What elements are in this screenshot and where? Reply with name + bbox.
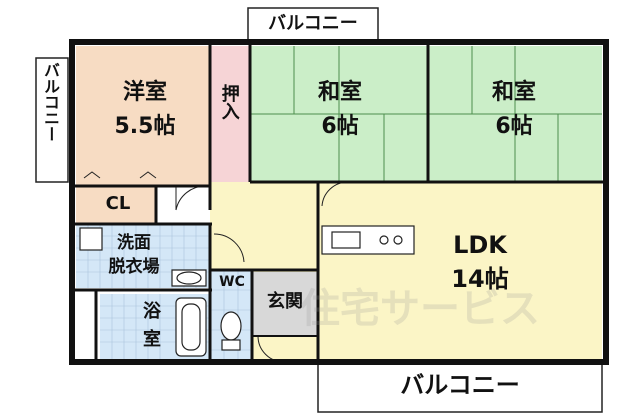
western-room-size: 5.5帖 bbox=[114, 114, 176, 139]
tatami-lines bbox=[250, 46, 602, 182]
balcony-bottom-label: バルコニー bbox=[400, 371, 520, 399]
washroom-label-2: 脱衣場 bbox=[108, 257, 160, 277]
bath-label-1: 浴 bbox=[143, 301, 161, 322]
toilet bbox=[220, 311, 242, 341]
balcony-left bbox=[35, 57, 69, 183]
japanese-room-2-size: 6帖 bbox=[495, 114, 533, 139]
fixtures bbox=[79, 225, 415, 357]
entrance-fill bbox=[252, 272, 318, 336]
balcony-top-label: バルコニー bbox=[268, 13, 358, 34]
closet-fill bbox=[76, 186, 156, 224]
entrance-label: 玄関 bbox=[267, 291, 303, 312]
balcony-left-label: バルコニー bbox=[41, 62, 60, 142]
kitchen-counter bbox=[321, 225, 415, 255]
washroom-label-1: 洗面 bbox=[117, 233, 151, 253]
japanese-room-1-size: 6帖 bbox=[321, 114, 359, 139]
walls bbox=[69, 39, 609, 365]
japanese-room-1-name: 和室 bbox=[317, 80, 362, 105]
oshiire-label: 押入 bbox=[218, 84, 240, 120]
western-room-fill bbox=[76, 46, 210, 186]
balcony-top bbox=[247, 7, 379, 43]
oshiire-fill bbox=[210, 46, 250, 182]
closet-label: CL bbox=[105, 193, 131, 214]
western-room-name: 洋室 bbox=[122, 80, 167, 105]
watermark: 住宅サービス bbox=[300, 286, 540, 332]
ldk-size: 14帖 bbox=[451, 265, 509, 293]
japanese-room-2-name: 和室 bbox=[491, 80, 536, 105]
washing-machine bbox=[79, 227, 103, 251]
wc-label: WC bbox=[219, 274, 245, 290]
bath-label-2: 室 bbox=[143, 329, 161, 350]
ldk-name: LDK bbox=[453, 231, 507, 259]
